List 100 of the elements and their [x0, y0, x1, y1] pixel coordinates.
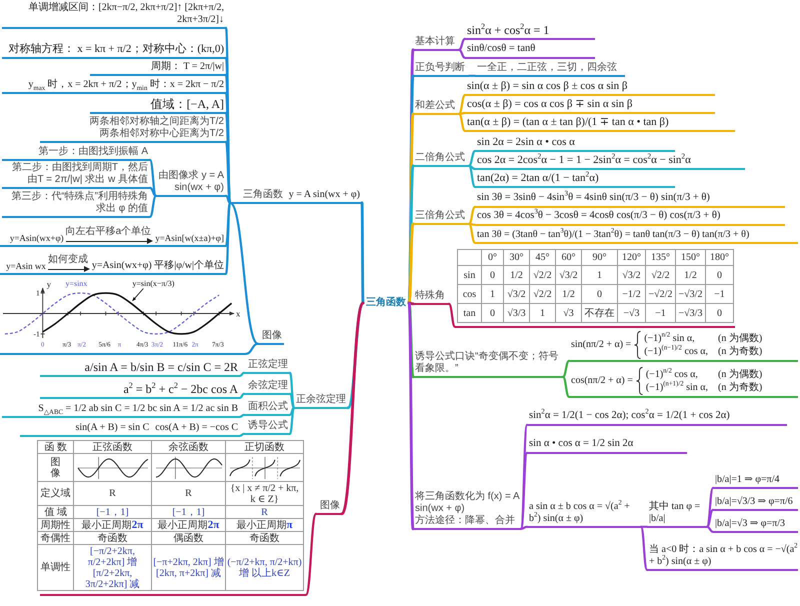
formula: 值域：[−A, A] — [150, 96, 224, 111]
branch-topic — [2, 402, 240, 418]
branch-line — [468, 222, 476, 226]
topic-label: 基本计算 — [415, 36, 455, 48]
header-cell: cos — [458, 284, 482, 304]
note-text: 两条相邻对称中心距离为T/2 — [100, 128, 224, 140]
branch-line — [360, 201, 364, 304]
header-cell: 150° — [676, 250, 706, 266]
header-cell: 正弦函数 — [74, 440, 152, 454]
branch-line — [520, 452, 528, 530]
branch-line — [520, 526, 528, 530]
topic-label: 特殊角 — [415, 290, 445, 302]
header-cell: 90° — [582, 250, 618, 266]
table-cell: 奇函数 — [74, 532, 152, 544]
graph-panel — [0, 278, 246, 355]
header-cell: 图像 — [38, 454, 74, 482]
formula: sin(A + B) = sin C — [75, 422, 150, 434]
table-cell: 1 — [582, 266, 618, 284]
topic-label: 图像 — [320, 500, 340, 512]
arrow-label: 向左右平移a个单位 — [66, 227, 154, 244]
topic-label: 三角函数 — [242, 189, 283, 201]
branch-topic — [527, 410, 787, 426]
formula: y=Asin(wx+φ) 平移|φ/w|个单位 — [92, 260, 224, 272]
branch-topic — [527, 499, 641, 528]
branch-line — [304, 512, 318, 596]
branch-line — [148, 194, 158, 218]
branch-line — [340, 302, 364, 516]
branch-topic — [90, 61, 226, 76]
table-cell: −√3 — [618, 304, 646, 322]
branch-topic — [475, 228, 798, 244]
branch-topic — [475, 62, 625, 77]
branch-topic — [244, 420, 290, 435]
header-cell: 周期性 — [38, 518, 74, 532]
branch-topic — [413, 152, 469, 167]
branch-line — [238, 372, 246, 377]
table-cell: −√3/3 — [676, 304, 706, 322]
branch-topic — [713, 474, 798, 489]
branch-topic — [413, 100, 459, 115]
table-cell: √3/2 — [618, 266, 646, 284]
axis-label: x — [236, 308, 240, 318]
table-cell: [−1，1] — [74, 506, 152, 518]
formula: cos(nπ/2 + α) = — [571, 375, 633, 387]
branch-line — [288, 392, 296, 409]
branch-line — [706, 508, 714, 528]
branch-line — [706, 526, 714, 533]
branch-topic — [2, 162, 150, 189]
branch-line — [224, 202, 232, 275]
mnemonic-text: 诱导公式口诀“奇变偶不变；符号看象限。” — [415, 351, 560, 375]
formula: cos(α ± β) = cos α cos β ∓ sin α sin β — [467, 98, 633, 112]
formula: y=Asin(wx+φ) — [10, 233, 64, 244]
formula: (−1)$^{n/2}$ sin α, — [644, 332, 696, 344]
branch-line — [458, 112, 466, 132]
table-cell: √2/2 — [530, 284, 556, 304]
formula: sin(nπ/2 + α) = — [571, 339, 632, 351]
branch-topic — [475, 210, 785, 226]
arrow-label: 如何变成 — [48, 255, 90, 272]
branch-line — [468, 206, 476, 225]
table-cell: (−π/2+kπ, π/2+kπ) 增 以上k∈Z — [226, 544, 304, 590]
branch-topic — [20, 421, 240, 437]
branch-line — [468, 164, 476, 188]
curve-label: y=sinx — [65, 279, 88, 288]
header-cell: tan — [458, 304, 482, 322]
branch-topic — [244, 359, 290, 374]
branch-line — [148, 158, 158, 197]
branch-topic — [713, 496, 798, 511]
branch-line — [458, 48, 466, 59]
table-cell: 0 — [706, 304, 734, 322]
axis-label: y — [46, 279, 51, 289]
table-cell: 1 — [482, 284, 504, 304]
branch-topic — [2, 191, 150, 218]
topic-label: 二倍角公式 — [415, 152, 465, 164]
branch-topic — [230, 187, 362, 204]
table-cell: [−1，1] — [152, 506, 226, 518]
table-cell: √3 — [556, 304, 582, 322]
formula: sin α • cos α = 1/2 sin 2α — [529, 438, 634, 451]
formula: tan(2α) = 2tan α/(1 − tan$^{2}$α) — [477, 172, 599, 186]
header-cell: 180° — [706, 250, 734, 266]
table-cell: 0 — [482, 304, 504, 322]
branch-topic — [569, 331, 798, 362]
topic-label: 正余弦定理 — [296, 394, 346, 406]
table-cell: 0 — [706, 266, 734, 284]
formula: tan 3θ = (3tanθ − tan$^{3}$θ)/(1 − 3tan$^{2}$θ) = tanθ tan(π/3 − θ) tan(π/3 + θ) — [477, 229, 750, 241]
table-cell: R — [74, 482, 152, 506]
branch-topic — [244, 380, 290, 395]
branch-topic — [413, 290, 449, 305]
branch-line — [224, 194, 232, 204]
topic-label: 面积公式 — [248, 401, 288, 413]
header-cell: 定义域 — [38, 482, 74, 506]
values-table — [455, 249, 735, 328]
branch-line — [640, 526, 648, 528]
formula: |b/a|=√3 ⇒ φ=π/3 — [715, 518, 785, 530]
branch-topic — [569, 367, 798, 398]
branch-topic — [2, 78, 226, 94]
note-text: 方法途径：降幂、合并 — [415, 515, 515, 527]
table-cell: 1/2 — [556, 284, 582, 304]
branch-line — [148, 186, 158, 197]
branch-line — [228, 202, 260, 345]
branch-topic — [475, 192, 785, 208]
branch-line — [408, 302, 414, 306]
branch-line — [408, 302, 414, 378]
